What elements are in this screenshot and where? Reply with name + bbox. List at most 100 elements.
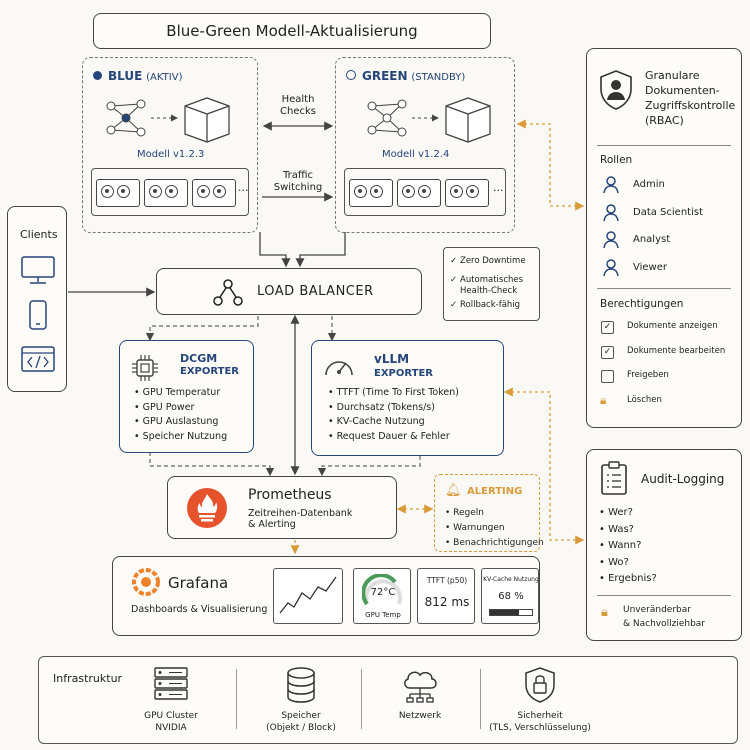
checked-checkbox-icon: ✓ [601,345,614,359]
green-panel: GREEN (STANDBY) Modell v1.2.4 ... [335,57,515,233]
prometheus-title: Prometheus [248,487,332,503]
kv-value: 68 % [498,591,524,602]
user-icon [603,176,619,198]
alerting-list: RegelnWarnungenBenachrichtigungen [445,506,544,551]
gauge-arc-icon [362,574,402,606]
green-gpu-more: ... [493,181,504,194]
shield-user-icon [600,70,632,110]
infra-divider [480,669,481,729]
infra-label: Netzwerk [398,711,442,721]
speedometer-icon [325,361,353,376]
benefit-label: Rollback-fähig [460,300,521,310]
green-model-version: Modell v1.2.4 [382,149,450,160]
empty-checkbox-icon [601,370,614,383]
clients-box: Clients [7,206,67,392]
vllm-metric: KV-Cache Nutzung [328,415,459,430]
dcgm-metric: GPU Auslastung [134,415,227,430]
alerting-item: Warnungen [445,521,544,536]
grafana-ttft-panel: TTFT (p50) 812 ms [417,568,475,624]
prometheus-subtitle: Zeitreihen-Datenbank & Alerting [248,508,353,531]
gpu-card-icon [96,179,140,207]
permission-label: Dokumente anzeigen [627,321,718,331]
dcgm-title: DCGM [180,352,218,365]
benefit-item: ✓Automatisches Health-Check [450,275,538,297]
ttft-label: TTFT (p50) [426,576,468,585]
gpu-card-icon [445,179,489,207]
grafana-logo-icon [132,568,160,596]
green-gpu-rack: ... [344,168,506,216]
audit-divider [597,595,731,596]
code-window-icon [21,346,55,372]
audit-footer: Unveränderbar & Nachvollziehbar [623,605,706,629]
prometheus-logo-icon [187,488,227,528]
grafana-line-chart-panel [273,568,343,624]
grafana-subtitle: Dashboards & Visualisierung [131,604,268,615]
audit-item: Ergebnis? [599,571,657,588]
audit-list: Wer?Was?Wann?Wo?Ergebnis? [599,505,657,588]
role-label: Data Scientist [633,206,703,218]
gpu-card-icon [192,179,236,207]
vllm-metric: TTFT (Time To First Token) [328,386,459,401]
model-network-icon [106,97,230,143]
server-rack-icon [151,666,191,706]
gauge-label: GPU Temp [365,611,401,619]
user-icon [603,231,619,253]
dcgm-metrics-list: GPU TemperaturGPU PowerGPU AuslastungSpe… [134,386,227,444]
infra-divider [360,669,362,729]
green-status: (STANDBY) [411,72,466,83]
audit-item: Wann? [599,538,657,555]
shield-lock-icon [520,666,560,708]
load-balancer-box: LOAD BALANCER [156,268,422,315]
check-icon: ✓ [450,256,458,266]
permission-label: Dokumente bearbeiten [627,345,726,356]
vllm-title: vLLM [374,352,410,366]
phone-icon [29,300,47,330]
green-circle-icon [346,70,356,80]
grafana-gauge-panel: 72°C GPU Temp [353,568,411,624]
benefit-item: ✓Rollback-fähig [450,300,538,311]
roles-title: Rollen [600,154,633,166]
benefit-item: ✓Zero Downtime [450,256,538,267]
rbac-divider-1 [597,145,731,146]
audit-item: Was? [599,522,657,539]
blue-gpu-more: ... [238,181,249,194]
grafana-box: Grafana Dashboards & Visualisierung 72°C… [112,556,540,636]
check-icon: ✓ [450,275,458,285]
prometheus-box: Prometheus Zeitreihen-Datenbank & Alerti… [167,476,397,539]
rbac-divider-2 [597,288,731,289]
page-title: Blue-Green Modell-Aktualisierung [166,22,418,40]
blue-panel: BLUE (AKTIV) Modell v1.2.3 ... [82,57,258,233]
vllm-metric: Durchsatz (Tokens/s) [328,401,459,416]
benefit-label: Zero Downtime [460,256,526,266]
infra-label: Speicher (Objekt / Block) [266,711,336,733]
permission-label: Löschen [627,394,662,405]
alerting-item: Benachrichtigungen [445,536,544,551]
audit-item: Wer? [599,505,657,522]
blue-gpu-rack: ... [91,168,249,216]
dcgm-subtitle: EXPORTER [180,366,239,377]
chip-icon [132,355,158,381]
vllm-exporter-box: vLLM EXPORTER TTFT (Time To First Token)… [311,340,504,456]
gauge-value: 72°C [370,587,396,598]
model-network-icon [367,97,491,143]
gpu-card-icon [397,179,441,207]
ttft-value: 812 ms [424,595,470,609]
vllm-subtitle: EXPORTER [374,368,433,379]
kv-bar-fill [490,610,519,615]
blue-status: (AKTIV) [146,72,183,83]
gpu-card-icon [144,179,188,207]
infra-label: Sicherheit (TLS, Verschlüsselung) [489,711,591,733]
kv-label: KV-Cache Nutzung [483,576,539,583]
infra-title: Infrastruktur [53,672,123,685]
load-balancer-icon [213,279,243,306]
dcgm-exporter-box: DCGM EXPORTER GPU TemperaturGPU PowerGPU… [119,340,254,453]
role-label: Admin [633,179,665,190]
user-icon [603,258,619,281]
benefit-label: Automatisches Health-Check [460,275,524,296]
green-label: GREEN [362,69,408,83]
role-label: Analyst [633,234,671,245]
dcgm-metric: Speicher Nutzung [134,430,227,445]
monitor-icon [21,256,55,284]
